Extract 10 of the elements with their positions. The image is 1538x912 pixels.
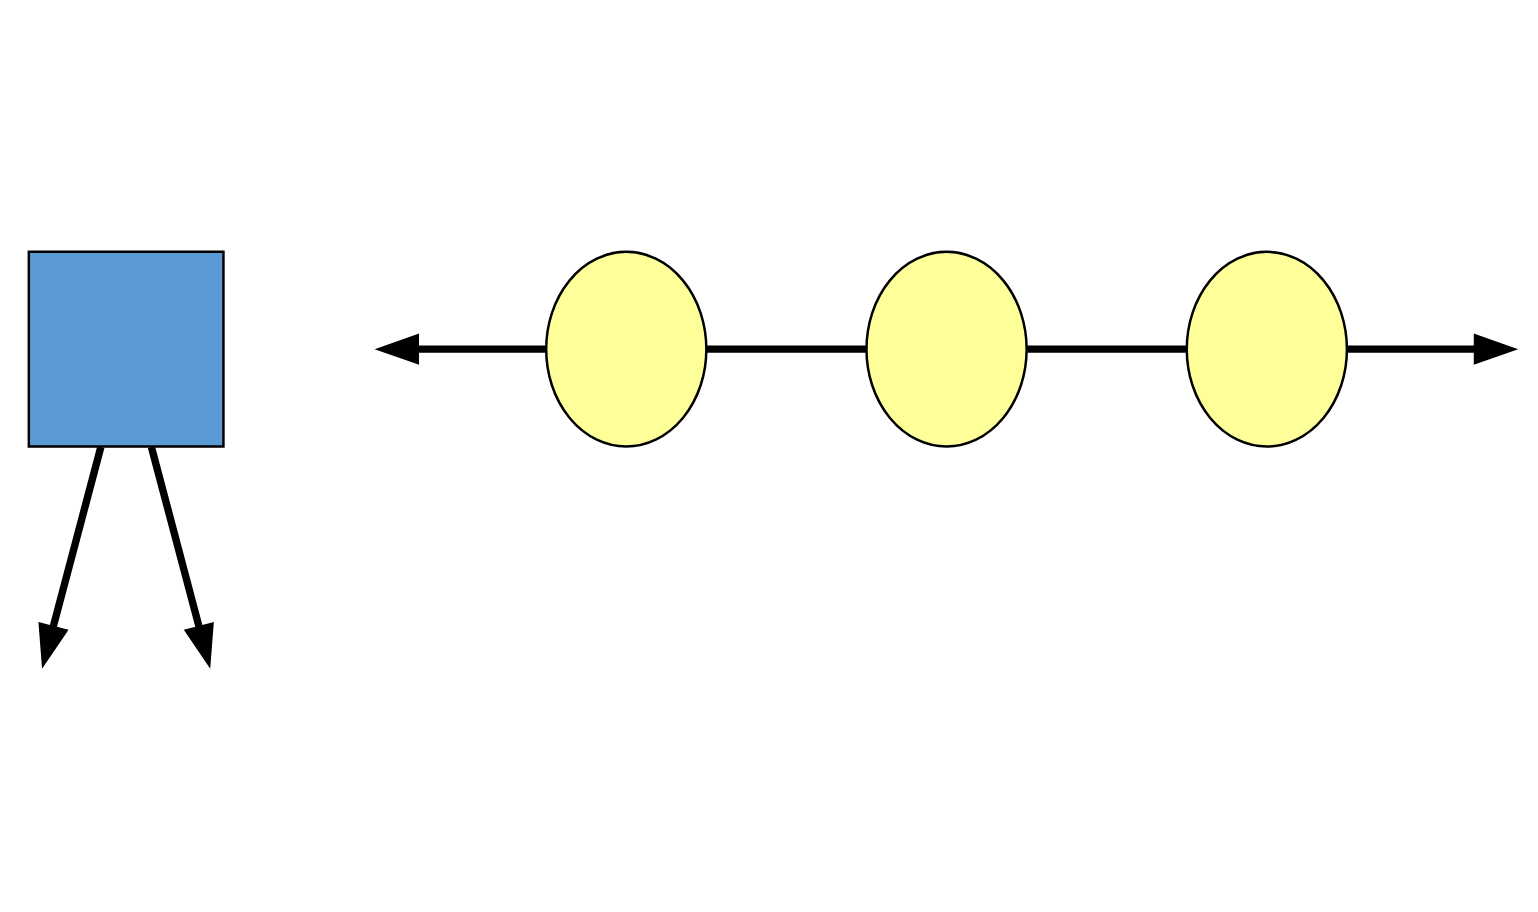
- arrow: [38, 446, 105, 669]
- node-box: [27, 250, 225, 448]
- connector: [1027, 345, 1187, 353]
- node-ellipse: [1185, 250, 1349, 448]
- node-ellipse: [544, 250, 708, 448]
- arrow: [147, 446, 214, 669]
- arrow: [374, 333, 546, 365]
- connector: [706, 345, 867, 353]
- arrow: [1347, 333, 1519, 365]
- node-ellipse: [865, 250, 1028, 448]
